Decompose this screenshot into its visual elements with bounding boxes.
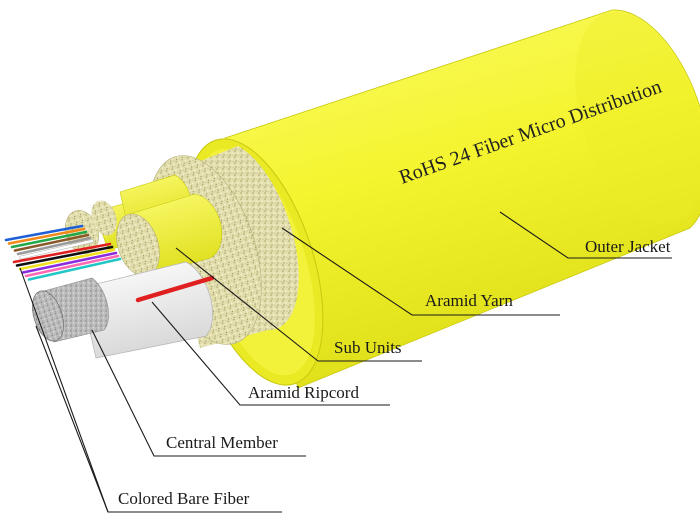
- bare-fiber: [27, 257, 122, 281]
- bare-fiber: [13, 233, 90, 252]
- bare-fiber: [12, 242, 112, 264]
- bare-fiber: [7, 227, 86, 245]
- colored-bare-fibers: [4, 224, 122, 281]
- leader-sub-units: [175, 247, 422, 362]
- bare-fiber: [4, 224, 84, 242]
- bare-fiber: [16, 236, 92, 256]
- bare-fiber: [24, 254, 120, 278]
- label-outer-jacket: Outer Jacket: [585, 237, 671, 256]
- bare-fiber: [21, 251, 118, 274]
- label-sub-units: Sub Units: [334, 338, 402, 357]
- leader-lines: [19, 211, 672, 513]
- leader-aramid-yarn: [281, 227, 560, 316]
- leader-outer-jacket: [499, 211, 672, 259]
- bare-fiber: [18, 248, 116, 271]
- leader-colored-bare-fiber-2: [19, 267, 109, 513]
- label-aramid-ripcord: Aramid Ripcord: [248, 383, 359, 402]
- bare-fiber: [19, 239, 94, 259]
- label-central-member: Central Member: [166, 433, 278, 452]
- sub-units: [65, 174, 223, 277]
- aramid-ripcord: [135, 275, 215, 303]
- label-colored-bare-fiber: Colored Bare Fiber: [118, 489, 250, 508]
- bare-fiber: [15, 245, 114, 267]
- bare-fiber: [10, 230, 88, 249]
- label-aramid-yarn: Aramid Yarn: [425, 291, 513, 310]
- leader-aramid-ripcord: [151, 301, 390, 406]
- central-member: [32, 277, 109, 343]
- leader-central-member: [91, 329, 306, 457]
